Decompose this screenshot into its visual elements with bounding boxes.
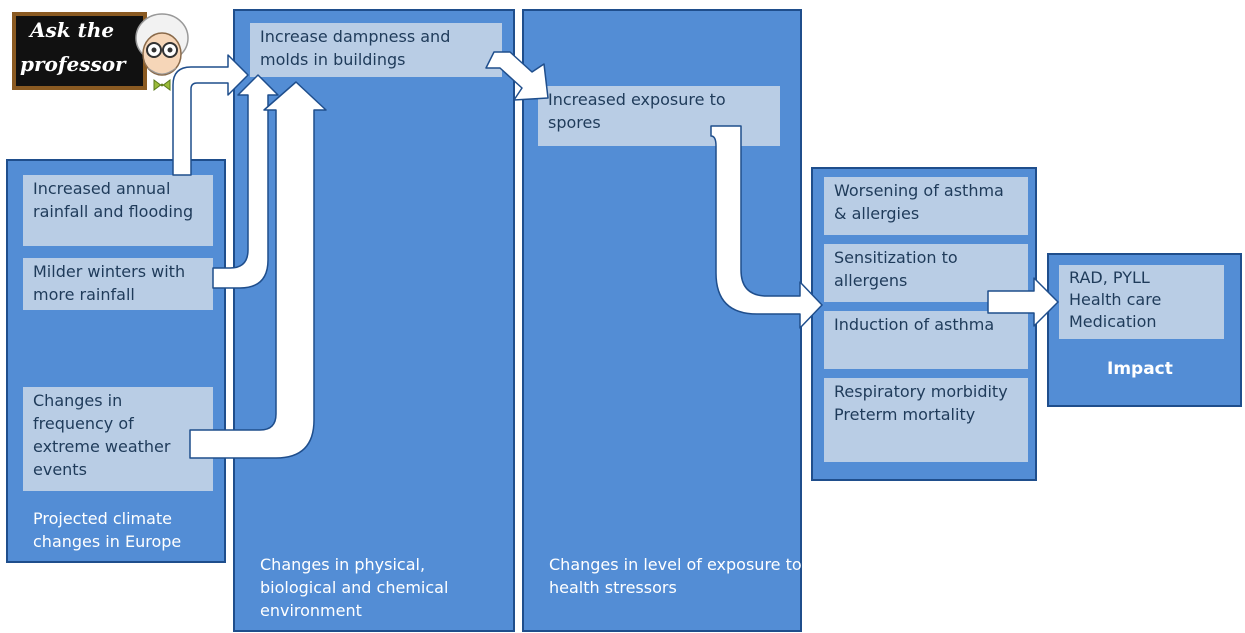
professor-icon	[135, 13, 189, 91]
impact-column-label: Impact	[1107, 359, 1173, 379]
impact-box: RAD, PYLL Health care Medication	[1059, 265, 1224, 339]
arrow-winters-to-dampness	[212, 74, 279, 289]
dampness-molds-box: Increase dampness and molds in buildings	[250, 23, 502, 77]
impact-line-2: Health care	[1069, 290, 1162, 309]
impact-line-1: RAD, PYLL	[1069, 268, 1150, 287]
exposure-column-label: Changes in level of exposure to health s…	[549, 555, 802, 597]
milder-winters-box: Milder winters with more rainfall	[23, 258, 213, 310]
environment-column-label: Changes in physical, biological and chem…	[260, 555, 449, 620]
arrow-health-to-impact	[987, 277, 1059, 327]
arrow-spores-to-health	[710, 125, 823, 329]
impact-line-3: Medication	[1069, 312, 1157, 331]
arrow-rainfall-to-dampness	[172, 54, 249, 176]
arrow-extreme-to-dampness	[189, 81, 327, 459]
logo-line-2: professor	[20, 52, 126, 76]
sensitization-box: Sensitization to allergens	[824, 244, 1028, 302]
rainfall-flooding-box: Increased annual rainfall and flooding	[23, 175, 213, 246]
respiratory-morbidity-box: Respiratory morbidity Preterm mortality	[824, 378, 1028, 462]
arrow-dampness-to-spores	[485, 51, 549, 101]
logo-line-1: Ask the	[30, 18, 115, 42]
climate-column-label: Projected climate changes in Europe	[33, 509, 182, 551]
worsening-asthma-box: Worsening of asthma & allergies	[824, 177, 1028, 235]
chalkboard	[12, 12, 147, 90]
extreme-weather-box: Changes in frequency of extreme weather …	[23, 387, 213, 491]
ask-the-professor-logo: Ask the professor	[12, 10, 202, 92]
induction-asthma-box: Induction of asthma	[824, 311, 1028, 369]
